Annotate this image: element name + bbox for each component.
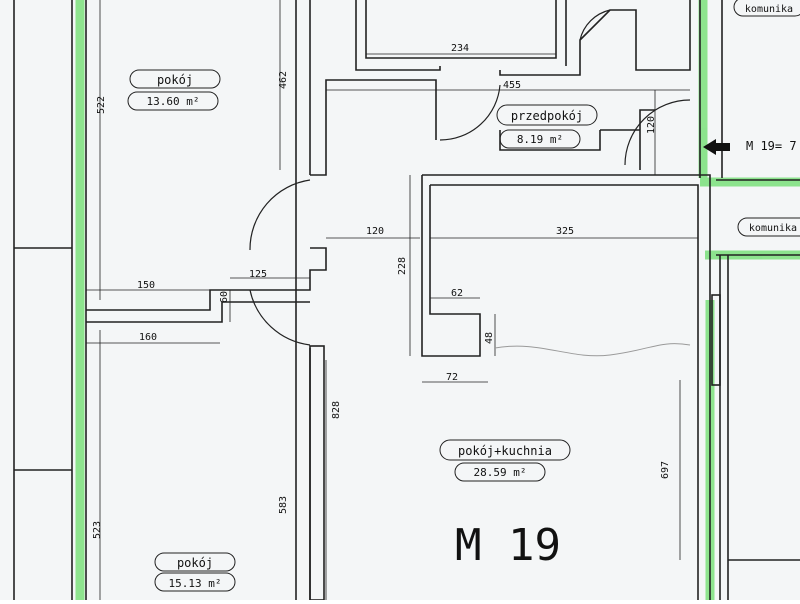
dim-325: 325 <box>556 226 574 237</box>
dim-72: 72 <box>446 372 458 383</box>
door-swings <box>249 9 691 346</box>
dim-120: 120 <box>366 226 384 237</box>
room-name-2: przedpokój <box>511 109 583 123</box>
dim-48: 48 <box>484 332 495 344</box>
dim-462: 462 <box>278 71 289 89</box>
room-area-3: 28.59 m² <box>474 466 527 479</box>
kitchen-wall-top-right <box>422 174 711 600</box>
hall-wall-left <box>310 79 437 176</box>
dim-234: 234 <box>451 43 469 54</box>
dim-455: 455 <box>503 80 521 91</box>
top-room-left <box>355 0 441 71</box>
partition-left-rooms-b <box>86 301 310 323</box>
dim-583: 583 <box>278 496 289 514</box>
dim-62: 62 <box>451 288 463 299</box>
dim-60: 60 <box>219 291 230 303</box>
dim-125: 125 <box>249 269 267 280</box>
room-area-4: 15.13 m² <box>169 577 222 590</box>
top-room-inner <box>365 0 557 59</box>
room-label-boxes <box>127 0 800 592</box>
label-komunikacja-top: komunika <box>745 4 793 15</box>
dim-697: 697 <box>660 461 671 479</box>
pencil-mark <box>494 343 691 357</box>
dim-160: 160 <box>139 332 157 343</box>
hall-wall-right <box>639 109 655 170</box>
door-swing-lower-room <box>249 289 311 346</box>
dim-150: 150 <box>137 280 155 291</box>
door-swing-entrance <box>624 99 691 166</box>
kitchen-niche <box>421 175 481 357</box>
door-swing-top <box>579 9 611 41</box>
dim-228: 228 <box>397 257 408 275</box>
dim-120-hall: 120 <box>646 116 657 134</box>
label-komunikacja-right: komunika <box>749 223 797 234</box>
kitchen-wall-inner <box>430 184 699 600</box>
room-name-4: pokój <box>177 556 213 570</box>
door-swing-hall <box>439 84 501 141</box>
room-area-2: 8.19 m² <box>517 133 563 146</box>
label-m19-ref: M 19= 7 <box>746 139 797 153</box>
partition-left-rooms-a <box>86 247 327 311</box>
room-area-1: 13.60 m² <box>147 95 200 108</box>
dim-522: 522 <box>96 96 107 114</box>
arrow-left-icon <box>703 139 730 155</box>
dimension-lines <box>86 0 698 600</box>
room-name-1: pokój <box>157 73 193 87</box>
room-name-3: pokój+kuchnia <box>458 444 552 458</box>
dim-828: 828 <box>331 401 342 419</box>
dim-523: 523 <box>92 521 103 539</box>
unit-title: M 19 <box>455 520 561 571</box>
door-swing-left-room <box>249 179 311 251</box>
